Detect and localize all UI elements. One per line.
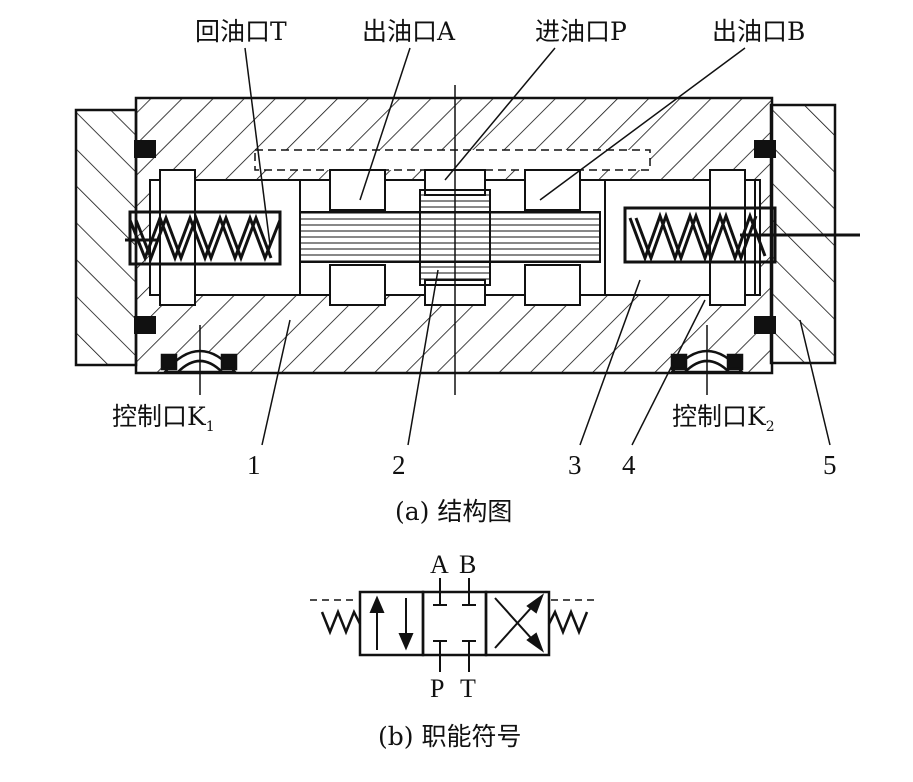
right-spring	[623, 206, 860, 264]
symbol-blocked-ports	[433, 592, 476, 655]
seal-bottom-right	[754, 316, 776, 334]
left-spring	[125, 210, 282, 266]
part-number-1: 1	[247, 450, 261, 480]
symbol-left-spring	[320, 608, 362, 636]
symbol-box-center	[421, 590, 488, 657]
symbol-label-A: A	[430, 550, 449, 579]
upper-passage	[254, 149, 651, 171]
chamber-A-lower	[329, 264, 386, 306]
label-outlet-port-B: 出油口B	[712, 17, 805, 46]
symbol-label-B: B	[459, 550, 476, 579]
symbol-crossed-arrows	[494, 593, 545, 653]
label-return-port-T: 回油口T	[195, 17, 287, 46]
label-inlet-port-P: 进油口P	[535, 17, 627, 46]
label-control-port-k1: 控制口K1	[112, 402, 215, 435]
part-number-5: 5	[823, 450, 837, 480]
part-number-4: 4	[622, 450, 636, 480]
seal-bottom-left	[134, 316, 156, 334]
caption-symbol: (b) 职能符号	[378, 722, 521, 751]
control-port-k1-fitting	[160, 349, 238, 374]
seal-top-right	[754, 140, 776, 158]
part-number-2: 2	[392, 450, 406, 480]
symbol-box-left	[358, 590, 425, 657]
label-control-port-k2: 控制口K2	[672, 402, 775, 435]
chamber-B-lower	[524, 264, 581, 306]
symbol-label-T: T	[460, 674, 476, 703]
chamber-A-upper	[329, 169, 386, 211]
seal-top-left	[134, 140, 156, 158]
symbol-right-spring	[547, 608, 589, 636]
leader-lines	[199, 47, 831, 446]
caption-structure: (a) 结构图	[395, 497, 512, 526]
part-number-3: 3	[568, 450, 582, 480]
symbol-label-P: P	[430, 674, 444, 703]
valve-structure: 回油口T 出油口A 进油口P 出油口B 控制口K1 控制口K2 1 2 3 4 …	[74, 17, 860, 526]
valve-symbol	[310, 578, 598, 672]
left-end-cap	[74, 108, 138, 367]
symbol-parallel-arrows	[369, 595, 414, 651]
label-outlet-port-A: 出油口A	[362, 17, 456, 46]
